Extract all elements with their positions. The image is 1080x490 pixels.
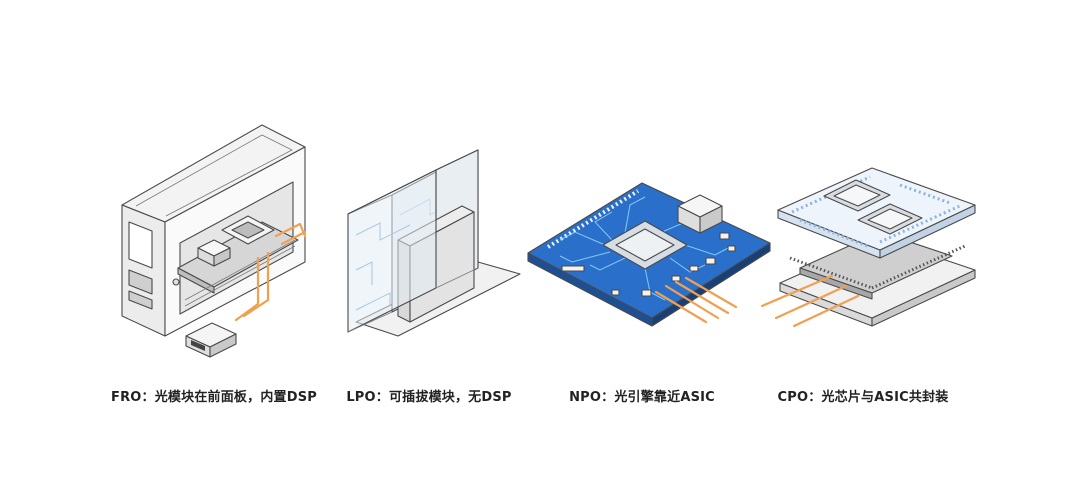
cpo-top-substrate [777,167,976,251]
fro-pluggable-side [209,333,237,358]
fro-dsp-chip-side [213,247,231,267]
fro-panel-port [128,290,153,310]
fro-diagram [121,124,307,358]
fro-panel-display [128,221,153,269]
fro-screw [172,278,180,286]
fro-optical-chip-die [231,221,265,239]
npo-fiber [684,276,738,309]
npo-fiber [674,280,730,315]
lpo-front-traces [355,222,411,311]
fro-fiber [280,230,307,246]
caption-lpo: LPO：可插拔模块，无DSP [346,390,512,405]
npo-component [719,232,730,240]
fro-fiber [234,256,260,322]
caption-npo: NPO：光引擎靠近ASIC [569,390,715,405]
npo-component [641,289,652,297]
npo-component [727,245,736,252]
fro-module-board-edge [177,267,215,294]
cpo-solder-bumps [789,244,966,290]
npo-component [671,275,681,282]
cpo-diagram [760,167,976,328]
fro-chassis-top-rim [135,134,293,217]
fro-pluggable-hole [191,340,205,351]
cpo-fiber [792,294,860,328]
npo-asic-chip-die [615,228,675,262]
npo-component [611,289,620,296]
cpo-asic-layer-edge [799,267,873,300]
cpo-optical-chip-die [833,184,881,207]
cpo-fiber [774,284,848,320]
caption-fro: FRO：光模块在前面板，内置DSP [110,390,318,405]
fro-fiber [242,251,270,318]
npo-diagram [527,182,771,327]
npo-fiber [664,284,720,320]
npo-component [561,265,585,272]
lpo-bottom-edge [347,267,479,333]
caption-cpo: CPO：光芯片与ASIC共封装 [777,390,949,405]
npo-component [689,265,699,272]
lpo-diagram [347,149,521,337]
npo-fiber [654,290,708,324]
npo-component [705,257,716,265]
npo-optical-engine-side [699,205,723,234]
cpo-fiber [760,274,834,308]
fro-panel-port [128,269,153,295]
cpo-optical-chip-die [867,208,913,230]
fro-rail [184,239,296,307]
